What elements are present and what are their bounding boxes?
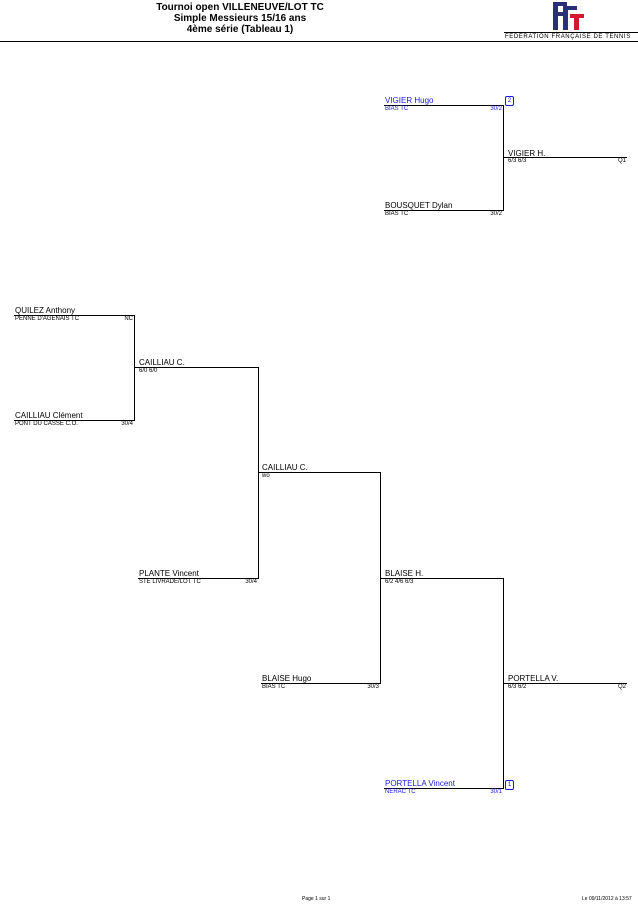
winner-name: CAILLIAU C.: [139, 358, 185, 367]
player-name: QUILEZ Anthony: [15, 306, 76, 315]
qualifier-label: Q1: [617, 158, 626, 164]
winner-name: VIGIER H.: [508, 149, 546, 158]
bracket-line: [14, 315, 135, 316]
bracket-line: [503, 683, 627, 684]
bracket-line: [138, 578, 259, 579]
series-title: 4ème série (Tableau 1): [186, 24, 294, 35]
winner-name: BLAISE H.: [385, 569, 424, 578]
bracket-line: [261, 683, 381, 684]
bracket-line: [258, 472, 381, 473]
player-rank: 30/4: [245, 579, 257, 585]
match-score: 6/3 6/3: [508, 158, 527, 164]
bracket-line: [134, 367, 259, 368]
header-rule: [0, 41, 638, 42]
bracket-connector: [503, 105, 504, 211]
player-rank: 30/1: [490, 789, 502, 795]
player-name: PLANTE Vincent: [139, 569, 199, 578]
player-club: STE LIVRADE/LOT TC: [139, 579, 201, 585]
bracket-line: [503, 157, 627, 158]
winner-name: PORTELLA V.: [508, 674, 559, 683]
seed-badge: 2: [505, 96, 514, 106]
match-score: 6/2 4/6 6/3: [385, 579, 414, 585]
print-date: Le 09/11/2012 à 13:57: [582, 896, 632, 902]
player-name: BOUSQUET Dylan: [385, 201, 453, 210]
player-club: PONT DU CASSE C.O.: [15, 421, 78, 427]
match-score: 6/0 6/0: [139, 368, 158, 374]
player-rank: 30/4: [121, 421, 133, 427]
player-club: BIAS TC: [385, 106, 409, 112]
page-number: Page 1 sur 1: [302, 896, 331, 902]
federation-name: FÉDÉRATION FRANÇAISE DE TENNIS: [505, 34, 631, 40]
player-club: PENNE D'AGENAIS TC: [15, 316, 80, 322]
player-rank: 30/2: [490, 211, 502, 217]
fft-logo: [553, 2, 584, 30]
player-rank: 30/2: [490, 106, 502, 112]
bracket-line: [384, 105, 503, 106]
bracket-line: [384, 788, 504, 789]
tournament-title: Tournoi open VILLENEUVE/LOT TC: [156, 2, 324, 13]
player-club: BIAS TC: [262, 684, 286, 690]
player-name: CAILLIAU Clément: [15, 411, 83, 420]
player-name: BLAISE Hugo: [262, 674, 312, 683]
player-rank: 30/3: [367, 684, 379, 690]
bracket-connector: [134, 315, 135, 421]
bracket-line: [380, 578, 504, 579]
seed-badge: 1: [505, 780, 514, 790]
logo-rule: [504, 32, 638, 33]
player-name: VIGIER Hugo: [385, 96, 434, 105]
player-club: NERAC TC: [385, 789, 416, 795]
bracket-line: [384, 210, 503, 211]
bracket-line: [14, 420, 135, 421]
qualifier-label: Q2: [617, 684, 626, 690]
bracket-connector: [258, 367, 259, 579]
player-name: PORTELLA Vincent: [385, 779, 455, 788]
player-club: BIAS TC: [385, 211, 409, 217]
player-rank: NC: [124, 316, 133, 322]
winner-name: CAILLIAU C.: [262, 463, 308, 472]
match-score: wo: [262, 473, 270, 479]
match-score: 6/3 6/2: [508, 684, 527, 690]
event-title: Simple Messieurs 15/16 ans: [173, 13, 307, 24]
